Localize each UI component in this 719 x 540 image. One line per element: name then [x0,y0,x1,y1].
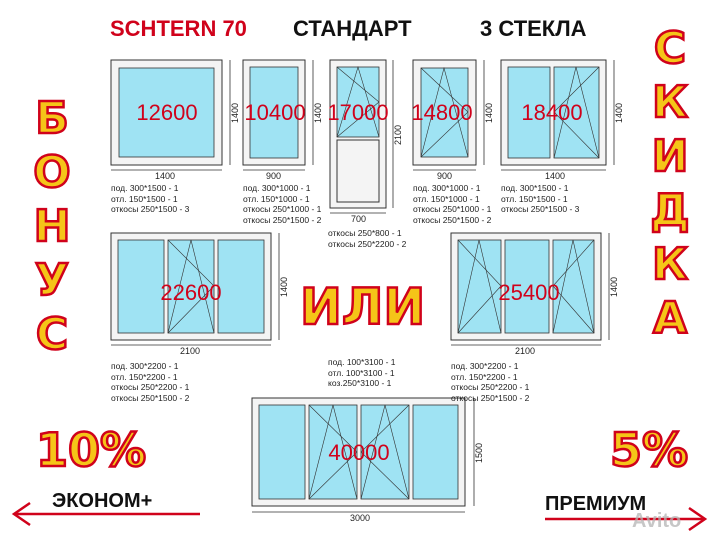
width-window-8: 3000 [350,513,371,523]
price-window-8: 40000 [328,440,390,465]
premium-label: ПРЕМИУМ [545,493,647,515]
discount-letter: С [653,22,688,76]
notes-window-6: под. 300*2200 - 1 отл. 150*2200 - 1 отко… [111,361,190,403]
econom-label: ЭКОНОМ+ [52,490,153,512]
height-window-4: 1400 [484,102,495,124]
discount-letter: И [650,130,689,184]
discount-letter: К [651,238,689,292]
width-window-2: 900 [266,171,282,181]
notes-window-7: под. 300*2200 - 1 отл. 150*2200 - 1 отко… [451,361,530,403]
discount-letter: Д [649,184,691,238]
glass-title: 3 СТЕКЛА [480,16,587,41]
width-window-6: 2100 [180,346,201,356]
price-window-3: 17000 [327,100,389,125]
window-4-drawing [412,59,485,171]
bonus-percent: 10% [35,422,148,479]
notes-window-5: под. 300*1500 - 1 отл. 150*1500 - 1 отко… [501,183,580,214]
width-window-3: 700 [351,214,367,224]
or-label: ИЛИ [299,277,427,338]
right-arrow [545,506,708,532]
notes-window-2: под. 300*1000 - 1 отл. 150*1000 - 1 отко… [243,183,322,225]
bonus-column: Б О Н У С [22,92,82,362]
price-window-6: 22600 [160,280,222,305]
height-window-8: 1500 [474,442,485,464]
standard-title: СТАНДАРТ [293,16,412,41]
bonus-letter: О [32,146,72,200]
discount-letter: К [651,76,689,130]
window-8-drawing [251,397,475,513]
price-window-2: 10400 [244,100,306,125]
width-window-5: 1400 [545,171,566,181]
window-7-drawing [450,232,610,346]
notes-window-8: под. 100*3100 - 1 отл. 100*3100 - 1 коз.… [328,357,396,388]
width-window-4: 900 [437,171,453,181]
left-arrow [11,501,200,527]
height-window-3: 2100 [393,124,404,146]
discount-letter: А [652,292,689,346]
price-window-4: 14800 [411,100,473,125]
notes-window-3: откосы 250*800 - 1 откосы 250*2200 - 2 [328,228,407,249]
bonus-letter: У [34,254,70,308]
discount-column: С К И Д К А [640,22,700,346]
brand-title: SCHTERN 70 [110,16,247,41]
width-window-7: 2100 [515,346,536,356]
bonus-letter: Б [34,92,70,146]
window-3-drawing [329,59,394,214]
discount-percent: 5% [609,422,690,479]
window-2-drawing [242,59,314,171]
window-1-drawing [110,59,231,171]
width-window-1: 1400 [155,171,176,181]
price-window-5: 18400 [521,100,583,125]
window-6-drawing [110,232,280,346]
height-window-6: 1400 [279,276,290,298]
price-window-7: 25400 [498,280,560,305]
height-window-7: 1400 [609,276,620,298]
window-5-drawing [500,59,615,171]
notes-window-4: под. 300*1000 - 1 отл. 150*1000 - 1 отко… [413,183,492,225]
notes-window-1: под. 300*1500 - 1 отл. 150*1500 - 1 отко… [111,183,190,214]
bonus-letter: С [35,308,70,362]
height-window-5: 1400 [614,102,625,124]
bonus-letter: Н [32,200,71,254]
height-window-1: 1400 [230,102,241,124]
height-window-2: 1400 [313,102,324,124]
price-window-1: 12600 [136,100,198,125]
avito-watermark: Avito [632,510,682,532]
